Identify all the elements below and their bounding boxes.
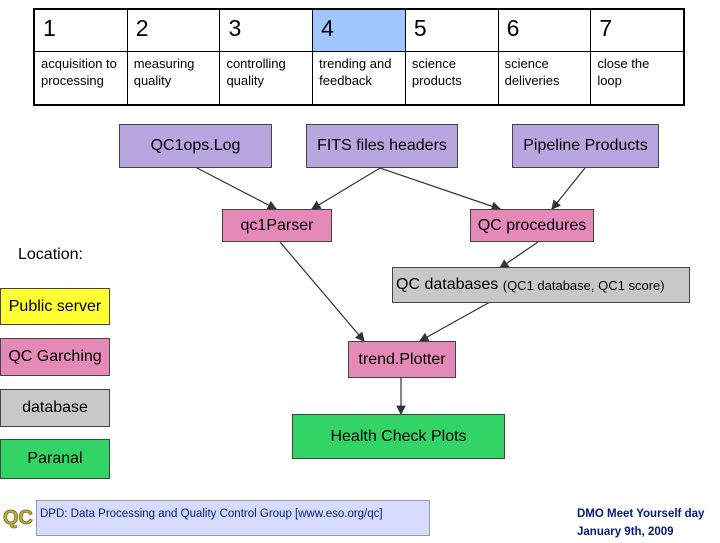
- step-number: 5: [405, 10, 498, 52]
- qc-databases-node: QC databases (QC1 database, QC1 score): [392, 267, 690, 303]
- arrow-parser-to-trendplotter: [279, 241, 365, 342]
- step-3: 3 controlling quality: [220, 10, 314, 104]
- arrow-databases-to-trendplotter: [418, 301, 491, 342]
- footer-event-title: DMO Meet Yourself day: [577, 508, 705, 520]
- step-table: 1 acquisition to processing 2 measuring …: [33, 8, 685, 106]
- step-6: 6 science deliveries: [498, 10, 592, 104]
- qc-garching-legend: QC Garching: [0, 338, 110, 376]
- health-check-node: Health Check Plots: [292, 414, 505, 459]
- pipeline-products-node: Pipeline Products: [512, 124, 659, 168]
- step-2: 2 measuring quality: [127, 10, 221, 104]
- step-5: 5 science products: [405, 10, 499, 104]
- qc-databases-label: QC databases: [396, 276, 499, 293]
- footer-group-info: DPD: Data Processing and Quality Control…: [36, 500, 430, 536]
- step-label: measuring quality: [133, 56, 195, 88]
- step-label: trending and feedback: [319, 56, 392, 88]
- qc-procedures-node: QC procedures: [470, 209, 594, 242]
- arrow-fits-to-procedures: [379, 167, 502, 211]
- arrow-fits-to-parser: [310, 167, 381, 210]
- arrow-qc1opslog-to-parser: [196, 167, 278, 210]
- step-label: science deliveries: [504, 56, 560, 88]
- step-4: 4 trending and feedback: [313, 10, 406, 104]
- step-1: 1 acquisition to processing: [35, 10, 128, 104]
- step-label: science products: [411, 56, 462, 88]
- step-7: 7 close the loop: [591, 10, 684, 104]
- qc1opslog-node: QC1ops.Log: [119, 124, 272, 168]
- qc-logo-text: QC: [3, 507, 33, 529]
- footer-event-date: January 9th, 2009: [577, 526, 674, 538]
- database-legend: database: [0, 389, 110, 427]
- paranal-legend: Paranal: [0, 439, 110, 479]
- footer-event: DMO Meet Yourself day January 9th, 2009: [577, 505, 704, 541]
- step-number: 7: [591, 10, 684, 52]
- step-number: 6: [498, 10, 591, 52]
- qc1parser-node: qc1Parser: [222, 209, 332, 242]
- step-number: 1: [35, 10, 127, 52]
- step-number: 2: [127, 10, 220, 52]
- arrow-pipeline-to-procedures: [551, 167, 586, 210]
- step-label: acquisition to processing: [41, 56, 117, 88]
- step-number-highlighted: 4: [313, 10, 405, 52]
- qc-databases-detail: (QC1 database, QC1 score): [502, 277, 665, 293]
- trendplotter-node: trend.Plotter: [348, 341, 456, 378]
- step-label: controlling quality: [226, 56, 286, 88]
- arrow-procedures-to-databases: [499, 241, 539, 269]
- location-label: Location:: [18, 246, 83, 263]
- step-label: close the loop: [597, 56, 650, 88]
- public-server-legend: Public server: [0, 288, 110, 325]
- qc-logo: QC: [2, 500, 34, 538]
- step-number: 3: [220, 10, 313, 52]
- fits-headers-node: FITS files headers: [306, 124, 458, 168]
